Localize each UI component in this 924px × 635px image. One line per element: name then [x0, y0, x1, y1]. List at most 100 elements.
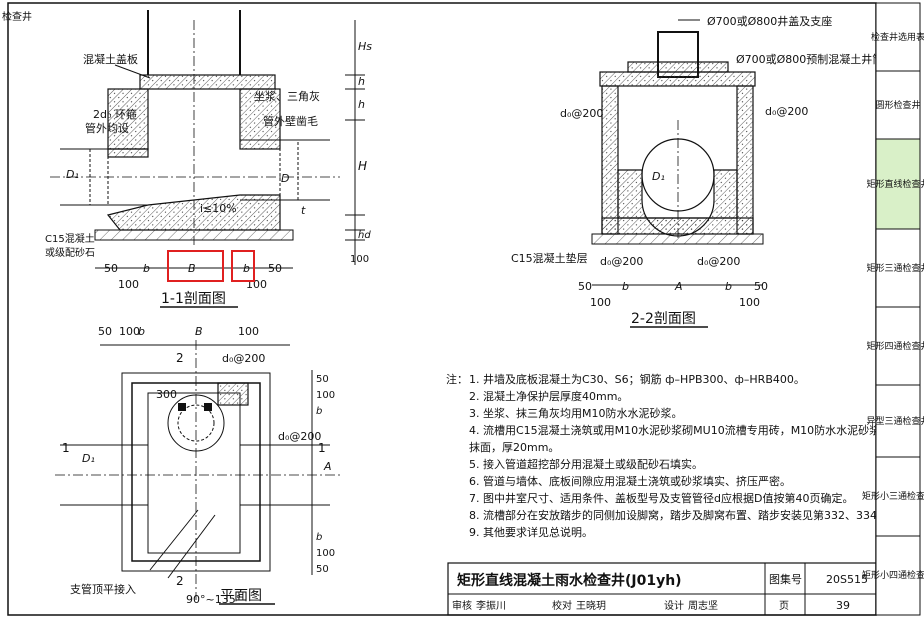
- svg-text:t: t: [301, 204, 306, 217]
- svg-text:A: A: [323, 460, 332, 473]
- svg-text:管外壁凿毛: 管外壁凿毛: [263, 114, 318, 128]
- svg-text:图集号: 图集号: [769, 572, 802, 586]
- svg-text:d₀@200: d₀@200: [560, 107, 603, 120]
- tab-small-cross[interactable]: 矩形小四通检查井: [862, 535, 924, 616]
- svg-text:圆形检查井: 圆形检查井: [875, 99, 920, 111]
- svg-text:D: D: [281, 172, 289, 185]
- note-item: 抹面，厚20mm。: [469, 441, 559, 454]
- tab-rect-cross[interactable]: 矩形四通检查井: [866, 306, 924, 386]
- svg-text:100: 100: [246, 278, 267, 291]
- tab-selection-table[interactable]: 检查井选用表: [871, 2, 924, 72]
- tab-special-tee[interactable]: 异型三通检查井: [866, 384, 924, 458]
- svg-text:b: b: [138, 325, 145, 338]
- note-item: 8. 流槽部分在安放踏步的同侧加设脚窝，踏步及脚窝布置、踏步安装见第332、33…: [469, 508, 899, 522]
- svg-text:100: 100: [350, 254, 369, 265]
- svg-text:异型三通检查井: 异型三通检查井: [866, 415, 924, 427]
- plan-title: 平面图: [220, 588, 262, 604]
- svg-text:矩形小三通检查井: 矩形小三通检查井: [862, 490, 924, 502]
- notes: 注： 1. 井墙及底板混凝土为C30、S6；钢筋 ф–HPB300、ф–HRB4…: [446, 372, 899, 539]
- svg-text:B: B: [195, 325, 203, 338]
- svg-text:d₀@200: d₀@200: [278, 430, 321, 443]
- svg-text:b: b: [316, 406, 322, 417]
- section-1-1-title: 1-1剖面图: [161, 291, 226, 307]
- svg-text:50: 50: [578, 280, 592, 293]
- svg-text:周志坚: 周志坚: [688, 599, 718, 612]
- svg-text:d₀@200: d₀@200: [600, 255, 643, 268]
- svg-text:b: b: [143, 262, 150, 275]
- svg-text:100: 100: [119, 325, 140, 338]
- svg-text:b: b: [316, 532, 322, 543]
- svg-text:审核: 审核: [452, 599, 472, 612]
- section-2-2: D₁ Ø700或Ø800井盖及支座 Ø700或Ø800预制混凝土井筒 d₀@20…: [511, 14, 883, 328]
- label-mortar: 坐浆、三角灰: [254, 89, 320, 103]
- label-precast-shaft: Ø700或Ø800预制混凝土井筒: [736, 52, 883, 66]
- svg-text:2: 2: [176, 574, 184, 588]
- page-number: 39: [836, 599, 850, 612]
- note-item: 2. 混凝土净保护层厚度40mm。: [469, 389, 628, 403]
- tab-round-well[interactable]: 圆形检查井: [875, 70, 921, 140]
- svg-text:矩形小四通检查井: 矩形小四通检查井: [862, 569, 924, 581]
- svg-text:C15混凝土垫层: C15混凝土垫层: [511, 251, 588, 265]
- svg-text:50: 50: [316, 374, 329, 385]
- svg-text:hd: hd: [358, 230, 371, 241]
- svg-text:b: b: [243, 262, 250, 275]
- svg-text:D₁: D₁: [66, 168, 79, 181]
- svg-text:设计: 设计: [664, 599, 684, 612]
- note-item: 1. 井墙及底板混凝土为C30、S6；钢筋 ф–HPB300、ф–HRB400。: [469, 372, 805, 386]
- tab-small-tee[interactable]: 矩形小三通检查井: [862, 456, 924, 537]
- svg-text:2d₀ 环箍: 2d₀ 环箍: [93, 107, 137, 121]
- svg-text:100: 100: [590, 296, 611, 309]
- svg-text:矩形三通检查井: 矩形三通检查井: [866, 262, 924, 274]
- svg-text:50: 50: [268, 262, 282, 275]
- svg-text:100: 100: [739, 296, 760, 309]
- svg-text:1: 1: [62, 441, 70, 455]
- svg-text:100: 100: [316, 548, 335, 559]
- title-block: 矩形直线混凝土雨水检查井(J01yh) 图集号 20S515 审核 李振川 校对…: [447, 562, 877, 616]
- svg-text:d₀@200: d₀@200: [222, 352, 265, 365]
- plan-view: 50 100 b B 100 2 2 1 1 d₀@200 d₀@200 300…: [55, 325, 340, 606]
- svg-text:b: b: [725, 280, 732, 293]
- svg-text:i≤10%: i≤10%: [200, 202, 237, 215]
- svg-text:b: b: [622, 280, 629, 293]
- note-item: 6. 管道与墙体、底板间隙应用混凝土浇筑或砂浆填实、挤压严密。: [469, 474, 791, 488]
- highlight-box-b: [231, 250, 255, 282]
- label-base: C15混凝土: [45, 232, 95, 245]
- right-sidebar: 检查井选用表 圆形检查井 矩形直线检查井 矩形三通检查井 矩形四通检查井 异型三…: [862, 2, 924, 616]
- note-item: 5. 接入管道超挖部分用混凝土或级配砂石填实。: [469, 457, 703, 471]
- label-cover-slab: 混凝土盖板: [83, 52, 138, 66]
- tab-rect-straight[interactable]: 矩形直线检查井: [866, 138, 924, 230]
- svg-text:矩形四通检查井: 矩形四通检查井: [866, 340, 924, 352]
- svg-text:50: 50: [104, 262, 118, 275]
- svg-text:D₁: D₁: [652, 170, 665, 183]
- svg-text:A: A: [674, 280, 683, 293]
- svg-text:d₀@200: d₀@200: [765, 105, 808, 118]
- svg-text:1: 1: [318, 441, 326, 455]
- left-sidebar: 检查井: [2, 3, 32, 615]
- svg-text:100: 100: [118, 278, 139, 291]
- svg-text:50: 50: [316, 564, 329, 575]
- svg-text:50: 50: [98, 325, 112, 338]
- svg-text:h: h: [358, 75, 365, 88]
- note-item: 9. 其他要求详见总说明。: [469, 525, 593, 539]
- svg-text:50: 50: [754, 280, 768, 293]
- section-1-1: Hs h h H hd 100 混凝土盖板 坐浆、三角灰 2d₀ 环箍 管外均设…: [45, 10, 372, 308]
- svg-text:100: 100: [238, 325, 259, 338]
- svg-text:300: 300: [156, 388, 177, 401]
- section-2-2-title: 2-2剖面图: [631, 311, 696, 327]
- note-item: 3. 坐浆、抹三角灰均用M10防水水泥砂浆。: [469, 406, 682, 420]
- svg-text:页: 页: [779, 600, 789, 612]
- svg-text:校对: 校对: [552, 599, 572, 612]
- svg-text:90°~135°: 90°~135°: [186, 593, 241, 606]
- label-cover-frame: Ø700或Ø800井盖及支座: [707, 14, 832, 28]
- svg-text:支管顶平接入: 支管顶平接入: [70, 582, 136, 596]
- svg-text:d₀@200: d₀@200: [697, 255, 740, 268]
- svg-text:B: B: [188, 262, 196, 275]
- tab-rect-tee[interactable]: 矩形三通检查井: [866, 228, 924, 308]
- svg-text:矩形直线检查井: 矩形直线检查井: [866, 178, 924, 190]
- svg-text:管外均设: 管外均设: [85, 121, 129, 135]
- svg-text:李振川: 李振川: [476, 599, 506, 612]
- svg-text:Hs: Hs: [358, 40, 372, 53]
- cover-slab: [139, 74, 276, 90]
- svg-text:2: 2: [176, 351, 184, 365]
